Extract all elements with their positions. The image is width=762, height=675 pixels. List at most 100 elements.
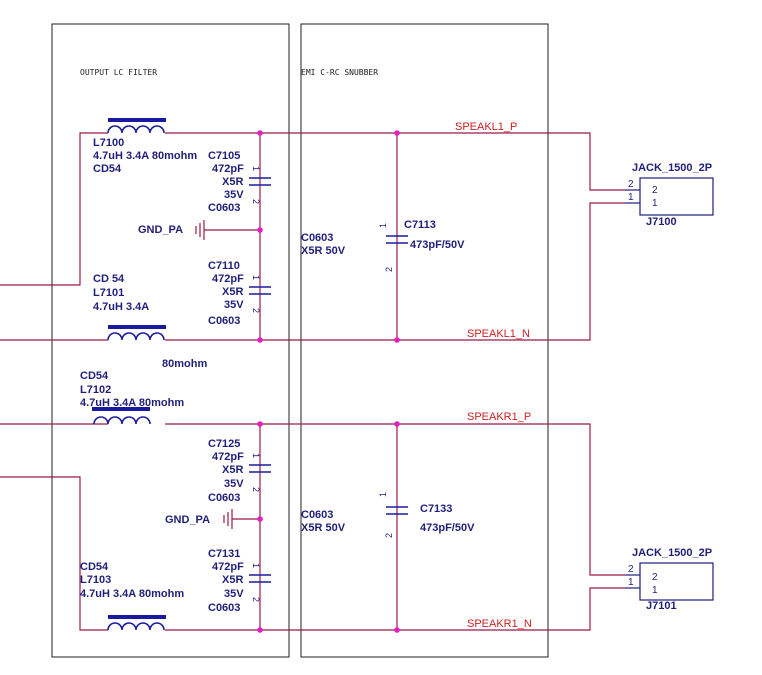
net-label-speakl1-p: SPEAKL1_P xyxy=(455,121,517,133)
j7101-pin2-out: 2 xyxy=(628,564,634,575)
jack-j7101 xyxy=(639,562,714,601)
j7101-pin1-out: 1 xyxy=(628,577,634,588)
j7100-pin2-in: 2 xyxy=(652,185,658,196)
j7101-pin1-in: 1 xyxy=(652,585,658,596)
c7131-val: 472pF xyxy=(212,561,244,573)
net-label-speakl1-n: SPEAKL1_N xyxy=(467,328,530,340)
capacitor-c7110 xyxy=(249,286,271,295)
ground-symbol-left xyxy=(195,220,260,240)
c7131-volt: 35V xyxy=(224,588,244,600)
capacitor-c7131 xyxy=(249,574,271,583)
c7131-pin2: 2 xyxy=(251,597,261,602)
l7100-pkg: CD54 xyxy=(93,163,122,175)
snubber-header: EMI C-RC SNUBBER xyxy=(301,68,378,77)
wire-speakr1-p xyxy=(165,423,625,576)
capacitor-c7113 xyxy=(386,235,408,244)
c7125-pkg: C0603 xyxy=(208,492,240,504)
c7113-ref: C7113 xyxy=(404,219,436,231)
net-label-speakr1-p: SPEAKR1_P xyxy=(467,411,531,423)
c7105-volt: 35V xyxy=(224,189,244,201)
c7133-ref: C7133 xyxy=(420,503,452,515)
c7110-volt: 35V xyxy=(224,299,244,311)
c7125-volt: 35V xyxy=(224,478,244,490)
junction-dot xyxy=(257,627,263,633)
l7100-ref: L7100 xyxy=(93,137,124,149)
c7110-pin2: 2 xyxy=(251,308,261,313)
junction-dot xyxy=(394,421,400,427)
c7125-diel: X5R xyxy=(222,464,243,476)
j7100-pin1-in: 1 xyxy=(652,198,658,209)
c7125-pin1: 1 xyxy=(251,453,261,458)
gnd-label-left: GND_PA xyxy=(138,224,183,236)
inductor-l7103 xyxy=(107,615,166,631)
c7131-pkg: C0603 xyxy=(208,602,240,614)
junction-dot xyxy=(394,627,400,633)
c7105-ref: C7105 xyxy=(208,150,240,162)
l7102-pkg: CD54 xyxy=(80,370,109,382)
c7105-diel: X5R xyxy=(222,176,243,188)
inductor-l7102 xyxy=(92,407,151,425)
c7113-pin1: 1 xyxy=(378,223,388,228)
lc-filter-header: OUTPUT LC FILTER xyxy=(80,68,157,77)
wire-speakr1-n xyxy=(165,587,625,631)
jack-j7100 xyxy=(639,177,714,216)
c7113-spec: X5R 50V xyxy=(301,245,346,257)
inductor-l7101 xyxy=(107,325,166,341)
c7105-pkg: C0603 xyxy=(208,202,240,214)
l7101-ref: L7101 xyxy=(93,287,124,299)
c7105-val: 472pF xyxy=(212,163,244,175)
inductor-l7100 xyxy=(107,118,166,134)
c7113-val: 473pF/50V xyxy=(410,239,465,251)
c7110-diel: X5R xyxy=(222,286,243,298)
c7125-val: 472pF xyxy=(212,451,244,463)
c7110-pkg: C0603 xyxy=(208,315,240,327)
c7110-val: 472pF xyxy=(212,273,244,285)
wire-speakl1-n xyxy=(165,202,625,341)
net-label-speakr1-n: SPEAKR1_N xyxy=(467,618,532,630)
l7101-spec: 4.7uH 3.4A xyxy=(93,301,149,313)
l7102-ref: L7102 xyxy=(80,384,111,396)
l7100-spec: 4.7uH 3.4A 80mohm xyxy=(93,150,197,162)
j7101-pin2-in: 2 xyxy=(652,572,658,583)
c7105-pin2: 2 xyxy=(251,199,261,204)
j7100-pin2-out: 2 xyxy=(628,179,634,190)
junction-dot xyxy=(257,337,263,343)
c7133-pin2: 2 xyxy=(384,533,394,538)
wire-speakl1-p xyxy=(165,132,625,191)
junction-dot xyxy=(257,516,263,522)
c7113-pin2: 2 xyxy=(384,267,394,272)
j7101-ref: J7101 xyxy=(646,600,677,612)
wire-left-in-p xyxy=(0,132,108,286)
l7103-ref: L7103 xyxy=(80,574,111,586)
j7101-name: JACK_1500_2P xyxy=(632,547,712,559)
c7110-pin1: 1 xyxy=(251,275,261,280)
j7100-name: JACK_1500_2P xyxy=(632,162,712,174)
c7133-pkg: C0603 xyxy=(301,509,333,521)
wire-right-in-n xyxy=(0,476,108,631)
junction-dot xyxy=(394,337,400,343)
c7133-val: 473pF/50V xyxy=(420,522,475,534)
c7110-ref: C7110 xyxy=(208,260,240,272)
capacitor-c7105 xyxy=(249,177,271,186)
junction-dot xyxy=(257,130,263,136)
c7131-pin1: 1 xyxy=(251,563,261,568)
capacitor-c7125 xyxy=(249,464,271,473)
c7133-pin1: 1 xyxy=(378,492,388,497)
l7103-spec: 4.7uH 3.4A 80mohm xyxy=(80,588,184,600)
l7103-pkg: CD54 xyxy=(80,561,109,573)
j7100-pin1-out: 1 xyxy=(628,192,634,203)
junction-dot xyxy=(257,227,263,233)
c7113-pkg: C0603 xyxy=(301,232,333,244)
c7131-ref: C7131 xyxy=(208,548,240,560)
c7131-diel: X5R xyxy=(222,574,243,586)
ground-symbol-right xyxy=(223,509,260,529)
gnd-label-right: GND_PA xyxy=(165,514,210,526)
c7125-pin2: 2 xyxy=(251,487,261,492)
l7102-spec: 4.7uH 3.4A 80mohm xyxy=(80,397,184,409)
j7100-ref: J7100 xyxy=(646,216,677,228)
junction-dot xyxy=(394,130,400,136)
capacitor-c7133 xyxy=(386,506,408,515)
junction-dot xyxy=(257,421,263,427)
l7101-res: 80mohm xyxy=(162,358,207,370)
